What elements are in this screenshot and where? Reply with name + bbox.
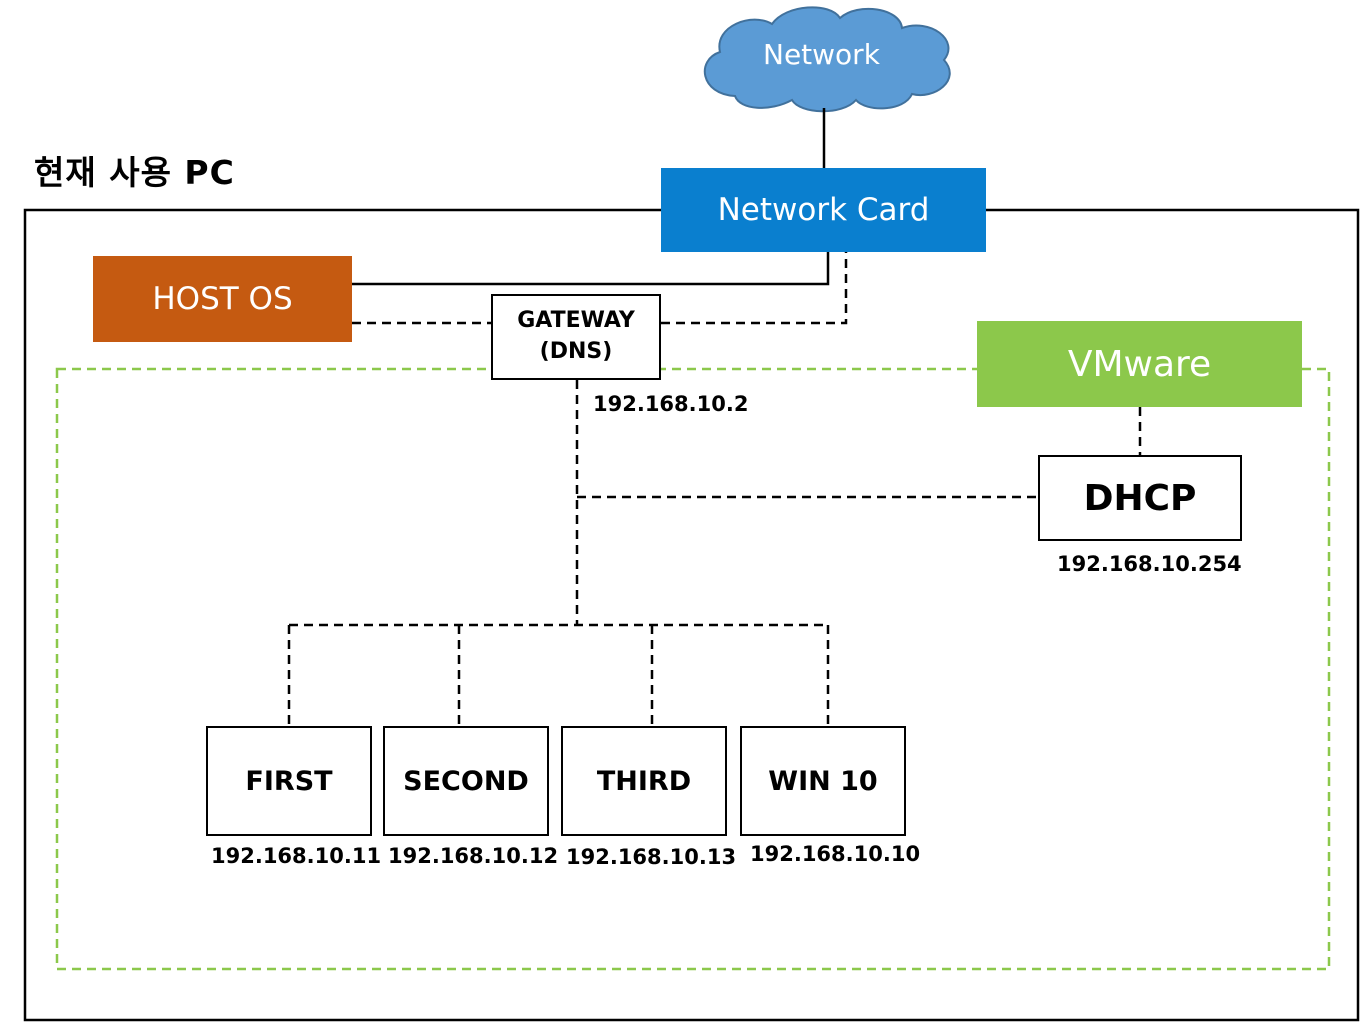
network-card-box: Network Card xyxy=(661,168,986,252)
node-first-box: FIRST xyxy=(206,726,372,836)
node-first-ip: 192.168.10.11 xyxy=(211,844,382,868)
gateway-to-card-line xyxy=(661,252,848,325)
node-win10-ip: 192.168.10.10 xyxy=(750,842,921,866)
gateway-label-line1: GATEWAY xyxy=(517,308,635,334)
vmware-region xyxy=(55,367,1331,971)
gateway-ip: 192.168.10.2 xyxy=(593,392,749,416)
node-win10-label: WIN 10 xyxy=(768,765,878,797)
vmware-box: VMware xyxy=(977,321,1302,407)
page-title: 현재 사용 PC xyxy=(34,153,235,192)
cloud-label: Network xyxy=(763,38,880,71)
vmware-label: VMware xyxy=(1067,343,1212,385)
host-os-box: HOST OS xyxy=(93,256,352,342)
dhcp-label: DHCP xyxy=(1083,477,1197,519)
host-os-solid-line xyxy=(352,252,830,286)
gateway-box: GATEWAY (DNS) xyxy=(491,294,661,380)
cloud-icon xyxy=(703,6,951,113)
node-win10-box: WIN 10 xyxy=(740,726,906,836)
node-second-label: SECOND xyxy=(403,765,529,797)
dhcp-box: DHCP xyxy=(1038,455,1242,541)
host-os-label: HOST OS xyxy=(152,281,293,317)
node-third-box: THIRD xyxy=(561,726,727,836)
node-third-label: THIRD xyxy=(596,765,692,797)
node-third-ip: 192.168.10.13 xyxy=(566,845,737,869)
node-first-label: FIRST xyxy=(245,765,333,797)
gateway-label-line2: (DNS) xyxy=(539,339,613,364)
node-second-box: SECOND xyxy=(383,726,549,836)
node-second-ip: 192.168.10.12 xyxy=(388,844,559,868)
dhcp-ip: 192.168.10.254 xyxy=(1057,552,1242,576)
network-card-label: Network Card xyxy=(717,192,930,228)
